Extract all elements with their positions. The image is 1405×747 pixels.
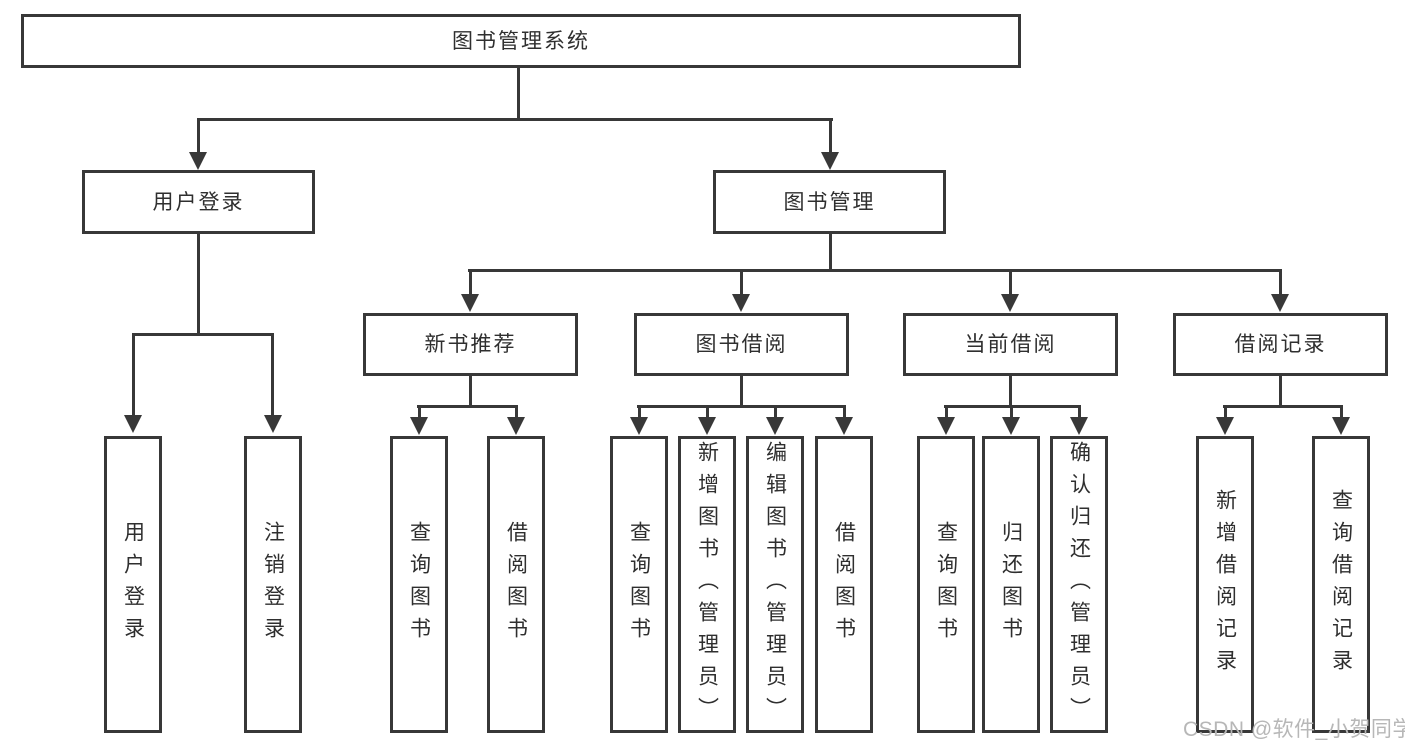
node-book-management: 图书管理 bbox=[713, 170, 946, 234]
connector-line bbox=[469, 376, 472, 407]
connector-line bbox=[740, 269, 743, 297]
connector-line bbox=[515, 405, 518, 419]
arrow-head bbox=[835, 417, 853, 435]
arrow-head bbox=[1002, 417, 1020, 435]
arrow-head bbox=[1332, 417, 1350, 435]
arrow-head bbox=[1271, 294, 1289, 312]
arrow-head bbox=[732, 294, 750, 312]
arrow-head bbox=[937, 417, 955, 435]
connector-line bbox=[740, 376, 743, 407]
leaf-confirm-return-admin: 确认归还（管理员） bbox=[1050, 436, 1108, 733]
arrow-head bbox=[264, 415, 282, 433]
arrow-head bbox=[461, 294, 479, 312]
connector-line bbox=[469, 269, 472, 297]
node-current-borrow: 当前借阅 bbox=[903, 313, 1118, 376]
connector-line bbox=[468, 269, 1282, 272]
arrow-head bbox=[698, 417, 716, 435]
connector-line bbox=[417, 405, 518, 408]
connector-line bbox=[843, 405, 846, 419]
connector-line bbox=[1009, 269, 1012, 297]
arrow-head bbox=[821, 152, 839, 170]
leaf-logout: 注销登录 bbox=[244, 436, 302, 733]
connector-line bbox=[1009, 376, 1012, 407]
node-borrow-records: 借阅记录 bbox=[1173, 313, 1388, 376]
arrow-head bbox=[124, 415, 142, 433]
connector-line bbox=[1340, 405, 1343, 419]
connector-line bbox=[1279, 269, 1282, 297]
connector-line bbox=[197, 234, 200, 336]
arrow-head bbox=[1001, 294, 1019, 312]
leaf-borrow-books-1: 借阅图书 bbox=[487, 436, 545, 733]
watermark: CSDN @软件_小贺同学 bbox=[1183, 718, 1405, 741]
node-user-login: 用户登录 bbox=[82, 170, 315, 234]
node-root: 图书管理系统 bbox=[21, 14, 1021, 68]
connector-line bbox=[517, 68, 520, 120]
connector-line bbox=[945, 405, 948, 419]
leaf-search-books-1: 查询图书 bbox=[390, 436, 448, 733]
arrow-head bbox=[507, 417, 525, 435]
connector-line bbox=[829, 118, 832, 154]
leaf-add-book-admin: 新增图书（管理员） bbox=[678, 436, 736, 733]
leaf-return-book: 归还图书 bbox=[982, 436, 1040, 733]
connector-line bbox=[637, 405, 846, 408]
leaf-user-login: 用户登录 bbox=[104, 436, 162, 733]
leaf-borrow-books-2: 借阅图书 bbox=[815, 436, 873, 733]
connector-line bbox=[1224, 405, 1227, 419]
leaf-search-books-2: 查询图书 bbox=[610, 436, 668, 733]
node-book-borrow: 图书借阅 bbox=[634, 313, 849, 376]
connector-line bbox=[1223, 405, 1343, 408]
arrow-head bbox=[189, 152, 207, 170]
connector-line bbox=[829, 234, 832, 272]
arrow-head bbox=[410, 417, 428, 435]
connector-line bbox=[197, 118, 833, 121]
connector-line bbox=[1010, 405, 1013, 419]
node-new-book-recommend: 新书推荐 bbox=[363, 313, 578, 376]
leaf-search-books-3: 查询图书 bbox=[917, 436, 975, 733]
connector-line bbox=[774, 405, 777, 419]
connector-line bbox=[271, 333, 274, 417]
arrow-head bbox=[630, 417, 648, 435]
connector-line bbox=[638, 405, 641, 419]
connector-line bbox=[1279, 376, 1282, 407]
leaf-edit-book-admin: 编辑图书（管理员） bbox=[746, 436, 804, 733]
connector-line bbox=[197, 118, 200, 154]
connector-line bbox=[1078, 405, 1081, 419]
leaf-add-borrow-record: 新增借阅记录 bbox=[1196, 436, 1254, 733]
connector-line bbox=[132, 333, 274, 336]
connector-line bbox=[132, 333, 135, 417]
connector-line bbox=[418, 405, 421, 419]
arrow-head bbox=[766, 417, 784, 435]
connector-line bbox=[706, 405, 709, 419]
leaf-search-borrow-record: 查询借阅记录 bbox=[1312, 436, 1370, 733]
arrow-head bbox=[1070, 417, 1088, 435]
arrow-head bbox=[1216, 417, 1234, 435]
